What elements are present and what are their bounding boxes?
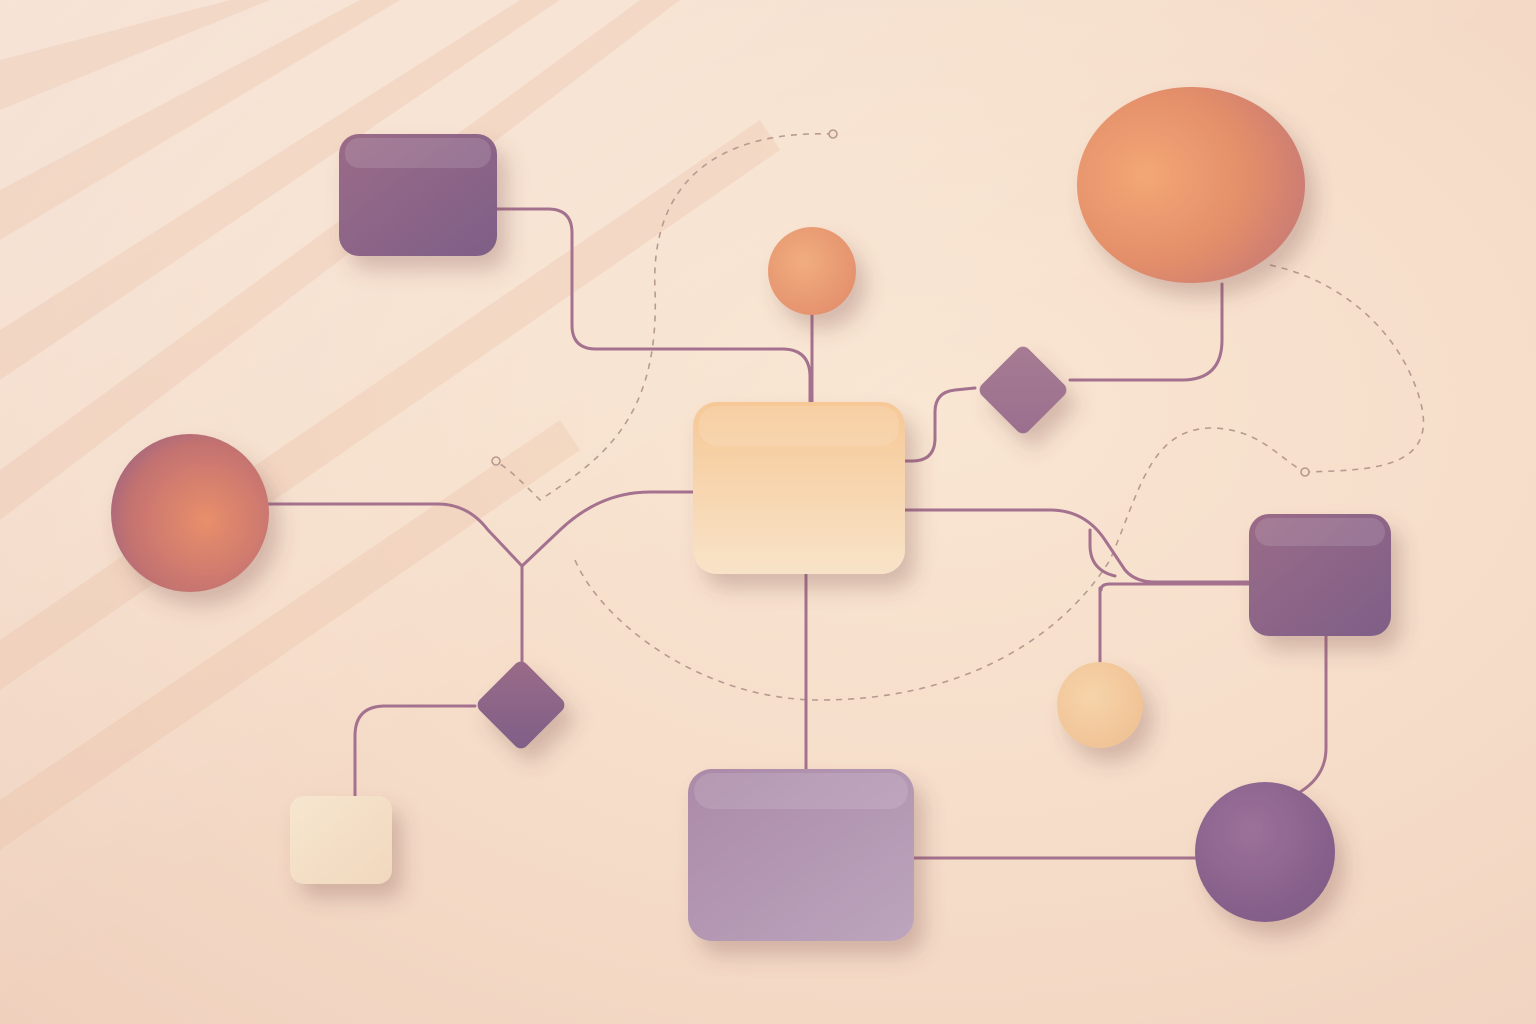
- solid-connectors: [266, 207, 1328, 860]
- node-lower-left-diamond: [477, 661, 565, 749]
- node-right-rounded-rect: [1249, 514, 1391, 636]
- link-branch-to-right-rect: [1088, 528, 1117, 578]
- link-diamond-to-small-square: [353, 704, 477, 802]
- link-junction-to-center: [520, 490, 697, 568]
- link-left-circle-to-junction: [266, 502, 524, 568]
- endpoint-dot-left: [491, 456, 501, 466]
- dashed-connectors: [496, 133, 1425, 701]
- node-upper-right-diamond: [979, 346, 1067, 434]
- link-topleft-rect-to-center: [493, 207, 812, 406]
- link-center-to-diamond: [901, 386, 977, 463]
- diagram-nodes: [111, 87, 1391, 941]
- link-right-rect-to-bottom-circle: [1298, 634, 1328, 794]
- node-top-right-large-circle: [1077, 87, 1305, 283]
- link-center-to-right-rect: [901, 508, 1252, 584]
- node-lower-right-small-circle: [1057, 662, 1143, 748]
- node-highlights: [345, 138, 1385, 809]
- node-center-rounded-rect: [693, 402, 905, 574]
- node-top-left-rounded-rect: [339, 134, 497, 256]
- dashed-link-endpoints: [491, 129, 1310, 477]
- node-bottom-left-small-square: [290, 796, 392, 884]
- endpoint-dot-top: [828, 129, 838, 139]
- node-bottom-rounded-rect: [688, 769, 914, 941]
- node-left-circle: [111, 434, 269, 592]
- node-top-small-circle: [768, 227, 856, 315]
- dashed-link-center-loop: [574, 427, 1306, 701]
- link-diamond-to-large-circle: [1068, 282, 1224, 382]
- endpoint-dot-right: [1300, 467, 1310, 477]
- node-bottom-right-circle: [1195, 782, 1335, 922]
